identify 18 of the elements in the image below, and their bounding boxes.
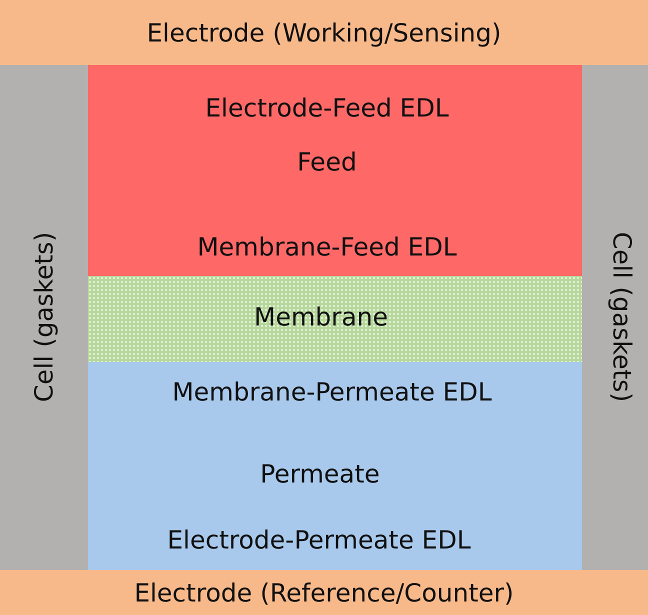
cell-gasket-band: [0, 65, 88, 570]
region-label: Electrode-Permeate EDL: [167, 526, 471, 554]
cell-gasket-band: [582, 65, 648, 570]
electrode-band: [0, 0, 648, 65]
region-label: Membrane-Feed EDL: [197, 232, 457, 262]
region-label: Electrode (Working/Sensing): [146, 18, 502, 48]
feed-region: [88, 65, 582, 276]
region-label: Electrode (Reference/Counter): [134, 578, 514, 608]
region-label: Permeate: [260, 460, 380, 488]
membrane-layer: [88, 276, 582, 362]
electrode-band: [0, 570, 648, 615]
region-label: Feed: [297, 148, 357, 176]
side-label: Cell (gaskets): [30, 232, 58, 402]
region-label: Membrane: [254, 302, 388, 332]
permeate-region: [88, 362, 582, 570]
region-label: Membrane-Permeate EDL: [172, 378, 492, 406]
side-label: Cell (gaskets): [608, 232, 636, 402]
region-label: Electrode-Feed EDL: [205, 94, 449, 122]
